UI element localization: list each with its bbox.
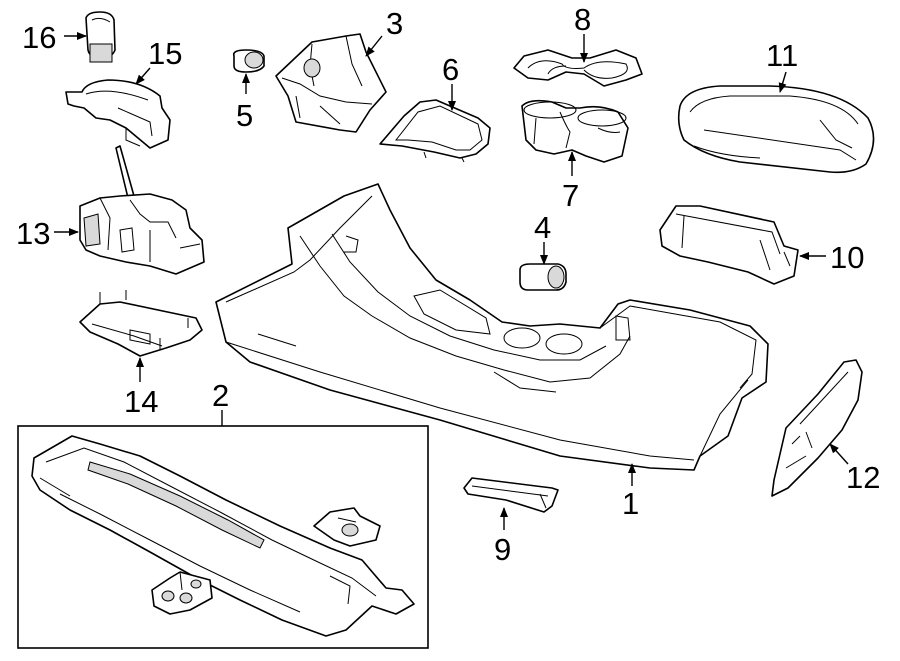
part-6-bezel-trim: [379, 99, 491, 163]
part-8-cupholder-ring: [513, 49, 643, 87]
callout-7: 7: [562, 178, 579, 213]
callout-6: 6: [442, 52, 459, 87]
leader-lines: [54, 32, 849, 530]
callout-labels: 16 15 5 3 6 8 7 11 13 10 4 14 2 12 1 9: [16, 2, 880, 567]
leader-12: [829, 443, 849, 465]
part-11-armrest-lid: [677, 85, 875, 174]
callout-16: 16: [22, 20, 56, 55]
part-13-gearshift-assembly: [79, 145, 205, 275]
part-7-cupholder-insert: [521, 99, 629, 163]
callout-10: 10: [830, 240, 864, 275]
callout-15: 15: [148, 36, 182, 71]
callout-8: 8: [574, 2, 591, 37]
part-2-frame: [17, 425, 429, 649]
part-14-bracket-plate: [79, 290, 203, 357]
part-16-shift-knob: [85, 11, 116, 63]
part-10-storage-bin: [659, 205, 799, 285]
callout-11: 11: [766, 38, 798, 73]
leader-15: [135, 67, 151, 85]
callout-12: 12: [846, 460, 880, 495]
leader-3: [365, 35, 383, 57]
callout-13: 13: [16, 216, 50, 251]
callout-9: 9: [494, 532, 511, 567]
part-12-side-trim: [771, 359, 863, 497]
part-5-bushing: [232, 49, 265, 73]
part-9-small-bracket: [463, 477, 559, 513]
callout-3: 3: [386, 6, 403, 41]
part-2-group: [17, 425, 429, 649]
callout-1: 1: [622, 486, 639, 521]
callout-2: 2: [212, 378, 229, 413]
part-15-shifter-bezel: [65, 79, 171, 149]
callout-5: 5: [236, 98, 253, 133]
callout-14: 14: [124, 384, 158, 419]
part-1-console: [215, 183, 769, 471]
part-3-shifter-housing: [275, 33, 387, 133]
callout-4: 4: [534, 210, 551, 245]
part-4-plug: [519, 263, 567, 291]
leader-11: [778, 71, 787, 93]
